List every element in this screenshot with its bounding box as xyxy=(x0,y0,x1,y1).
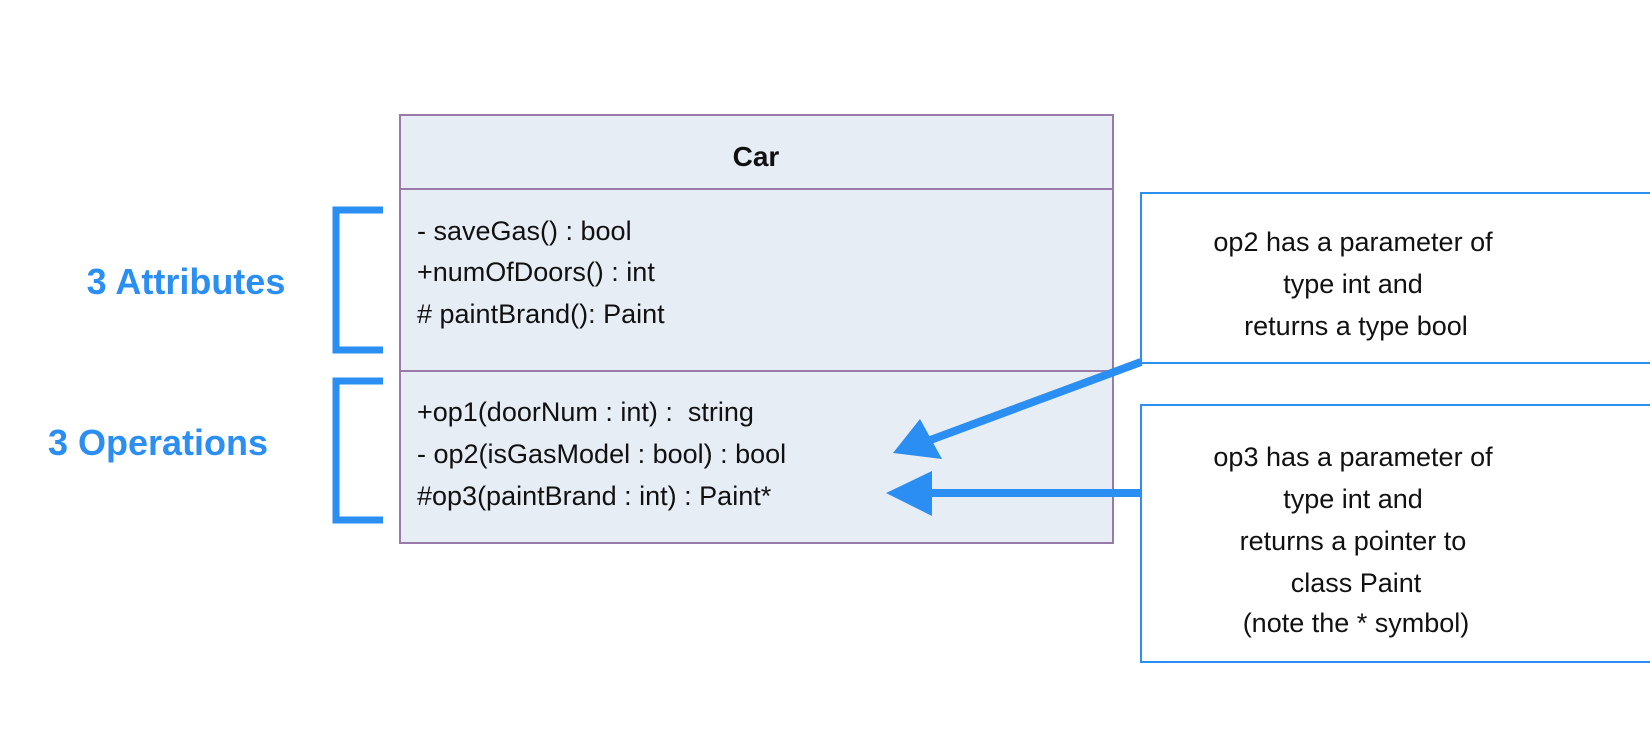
note-box xyxy=(1140,192,1650,364)
attribute: - saveGas() : bool xyxy=(417,216,632,246)
note-line: returns a type bool xyxy=(1244,311,1468,341)
note-line: type int and xyxy=(1283,484,1423,514)
arrow-line xyxy=(923,358,1143,446)
note-line: op3 has a parameter of xyxy=(1213,442,1493,472)
class-box-outline xyxy=(399,114,1114,544)
class-name: Car xyxy=(733,141,780,172)
class-box: Car - saveGas() : bool +numOfDoors() : i… xyxy=(399,114,1114,544)
operation: - op2(isGasModel : bool) : bool xyxy=(417,439,786,469)
operations-label: 3 Operations xyxy=(48,422,268,463)
note-line: returns a pointer to xyxy=(1240,526,1467,556)
note-op3: op3 has a parameter of type int and retu… xyxy=(1140,404,1650,663)
arrow-op3 xyxy=(886,471,1141,516)
attribute: # paintBrand(): Paint xyxy=(417,299,665,329)
operations-bracket xyxy=(332,377,383,524)
arrowhead-icon xyxy=(893,419,942,459)
attribute: +numOfDoors() : int xyxy=(417,257,655,287)
arrowhead-icon xyxy=(886,471,932,516)
operation: +op1(doorNum : int) : string xyxy=(417,397,754,427)
note-box xyxy=(1140,404,1650,663)
attributes-label: 3 Attributes xyxy=(87,261,286,302)
note-line: type int and xyxy=(1283,269,1423,299)
note-op2: op2 has a parameter of type int and retu… xyxy=(1140,192,1650,364)
note-line: (note the * symbol) xyxy=(1243,608,1470,638)
note-line: class Paint xyxy=(1291,568,1422,598)
operation: #op3(paintBrand : int) : Paint* xyxy=(417,481,772,511)
note-line: op2 has a parameter of xyxy=(1213,227,1493,257)
arrow-op2 xyxy=(893,358,1143,459)
attributes-bracket xyxy=(332,206,383,354)
